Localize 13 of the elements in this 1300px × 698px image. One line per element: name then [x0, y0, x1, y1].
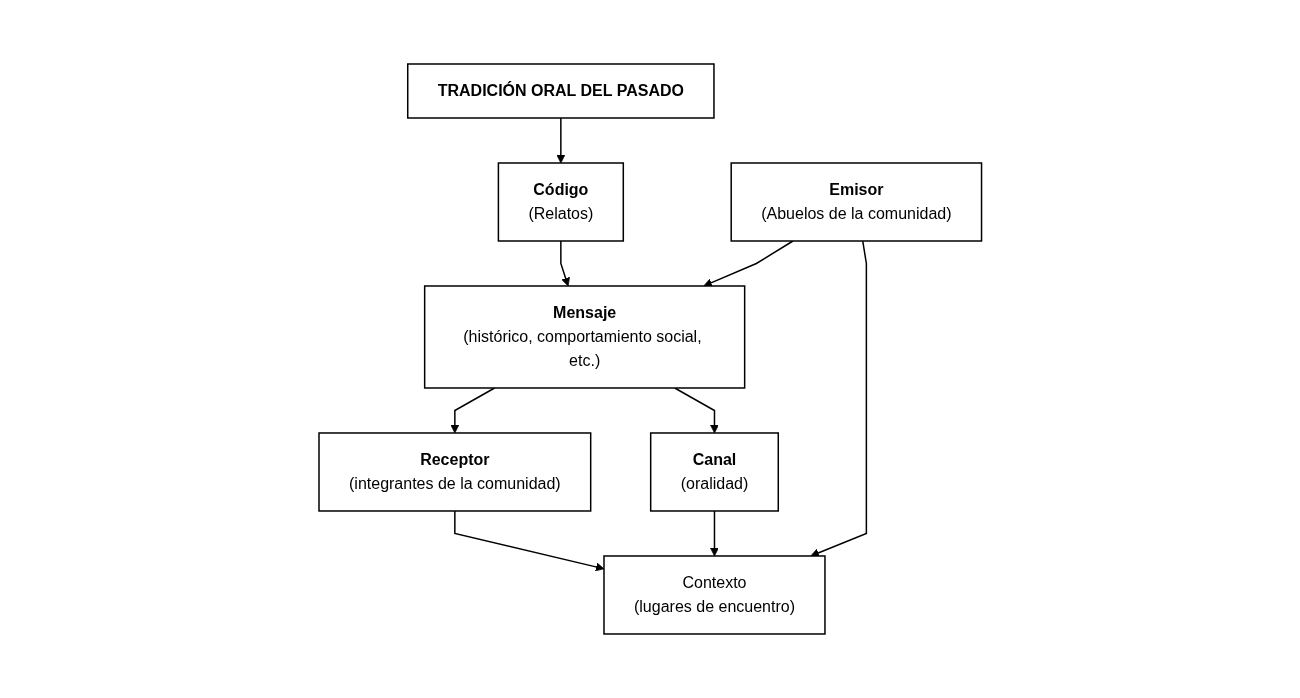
- arrow: [673, 387, 719, 434]
- node-box: Mensaje (histórico, comportamiento social, etc.): [423, 285, 746, 389]
- arrow: [556, 117, 565, 164]
- node-box: Receptor (integrantes de la comunidad): [317, 432, 592, 512]
- node-box: Canal (oralidad): [649, 432, 779, 512]
- node-box: Contexto (lugares de encuentro): [602, 555, 826, 635]
- arrow: [703, 240, 794, 287]
- arrow: [559, 240, 570, 287]
- node-box: TRADICIÓN ORAL DEL PASADO: [406, 63, 715, 119]
- arrow: [709, 510, 719, 557]
- node-box: Código (Relatos): [497, 162, 624, 242]
- arrow: [450, 387, 496, 434]
- node-box: Emisor (Abuelos de la comunidad): [730, 162, 982, 242]
